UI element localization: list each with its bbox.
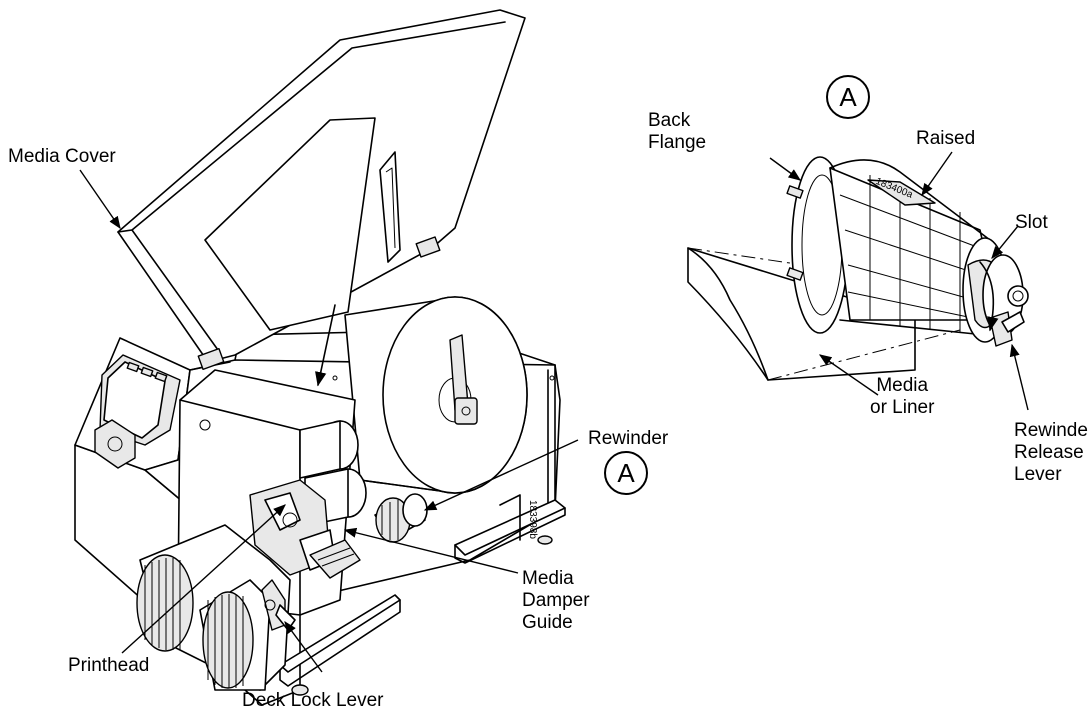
leader-rewinder xyxy=(423,439,579,511)
part-number-printer: 183398b xyxy=(527,500,538,539)
leader-slot xyxy=(991,225,1019,259)
leader-raised xyxy=(921,151,953,197)
label-media-or-liner: Media or Liner xyxy=(870,375,935,418)
leader-rewinder-release-lever xyxy=(1009,343,1029,411)
label-media-damper-guide: Media Damper Guide xyxy=(522,568,590,633)
printer-illustration xyxy=(74,9,566,706)
label-printhead: Printhead xyxy=(68,655,150,676)
leader-printhead xyxy=(121,504,286,654)
label-deck-lock-lever: Deck Lock Lever xyxy=(242,690,384,711)
label-rewinder-release-lever: Rewinder Release Lever xyxy=(1014,420,1089,485)
label-slot: Slot xyxy=(1015,212,1048,233)
leader-media-damper-guide xyxy=(343,527,519,574)
leader-media-or-liner xyxy=(818,354,879,396)
leader-back-flange xyxy=(769,157,802,181)
leader-lines xyxy=(79,151,1029,673)
leader-media-cover xyxy=(79,169,121,230)
callout-a-top: A xyxy=(826,75,870,119)
label-raised: Raised xyxy=(916,128,976,149)
rewinder-spindle xyxy=(374,493,428,543)
callout-a-rewinder: A xyxy=(604,451,648,495)
label-back-flange: Back Flange xyxy=(648,110,707,153)
rewinder-detail-illustration xyxy=(687,156,1029,381)
leader-deck-lock-lever xyxy=(284,620,323,673)
label-rewinder: Rewinder xyxy=(588,428,669,449)
label-media-cover: Media Cover xyxy=(8,146,116,167)
